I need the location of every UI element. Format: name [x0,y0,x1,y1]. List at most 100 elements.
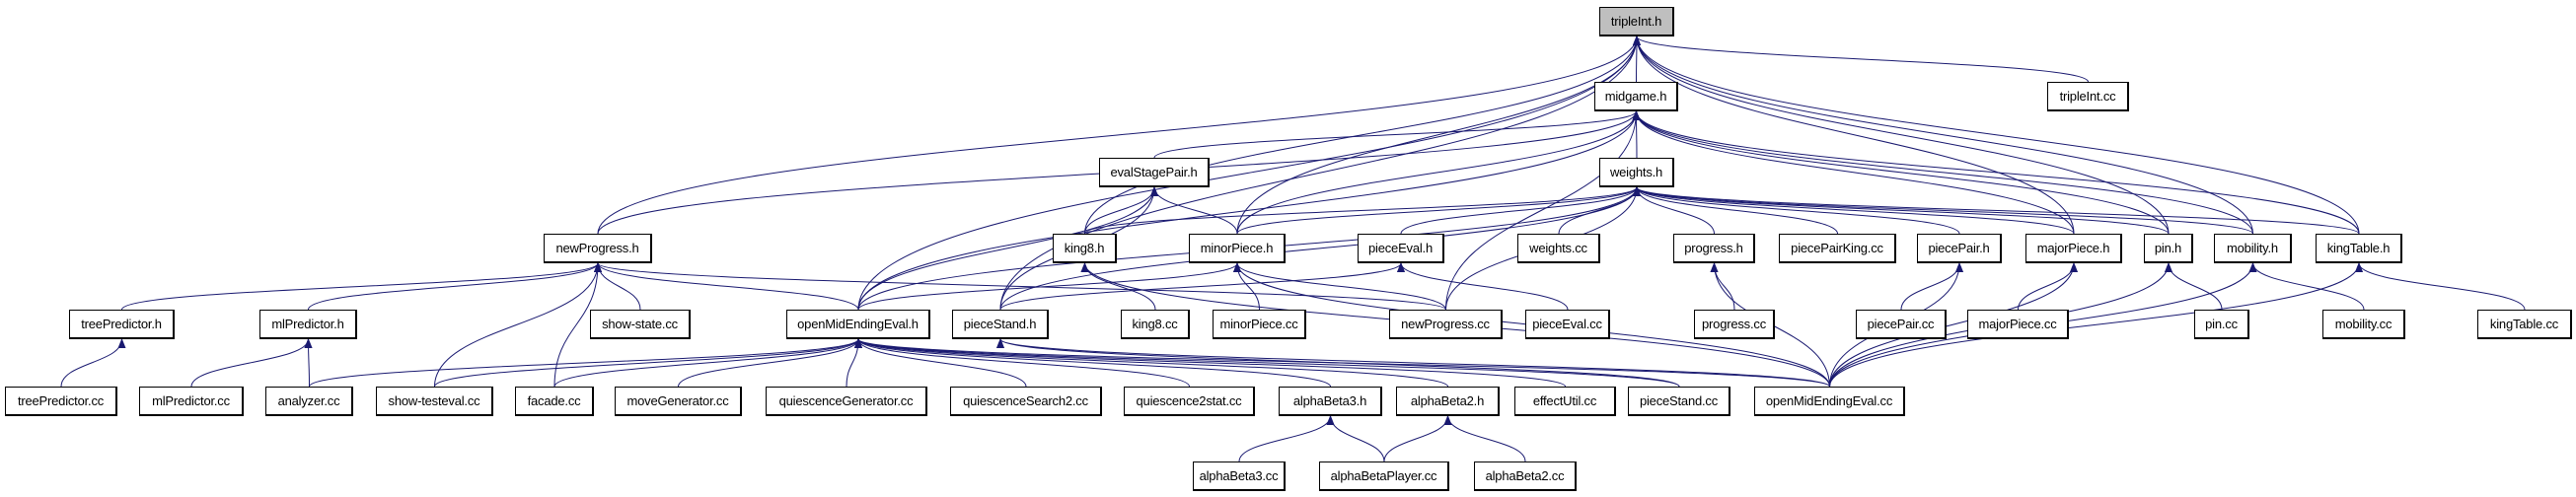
node-mobility-h[interactable]: mobility.h [2214,234,2292,263]
edge-newProgress-cc-to-midgame-h [1445,110,1641,311]
edge-openMidEndingEval-h-to-tripleInt-h [857,36,1641,311]
edge-openMidEndingEval-cc-to-kingTable-h [1829,262,2363,388]
edge-kingTable-cc-to-kingTable-h [2355,262,2526,311]
node-mlPredictor-cc[interactable]: mlPredictor.cc [139,387,244,416]
node-king8-cc[interactable]: king8.cc [1121,310,1190,339]
edge-king8-h-to-weights-h [1084,186,1641,235]
edge-king8-h-to-evalStagePair-h [1084,186,1158,235]
node-minorPiece-cc[interactable]: minorPiece.cc [1213,310,1306,339]
node-facade-cc[interactable]: facade.cc [515,387,594,416]
edge-show-testeval-cc-to-newProgress-h [434,262,602,388]
edge-kingTable-h-to-midgame-h [1632,110,2360,235]
edge-pieceEval-cc-to-pieceEval-h [1397,262,1569,311]
node-alphaBeta2-h[interactable]: alphaBeta2.h [1396,387,1500,416]
edge-progress-cc-to-progress-h [1710,262,1735,311]
edge-minorPiece-h-to-midgame-h [1236,110,1641,235]
node-tripleInt-cc[interactable]: tripleInt.cc [2047,82,2129,111]
edge-minorPiece-h-to-tripleInt-h [1236,36,1641,235]
node-majorPiece-h[interactable]: majorPiece.h [2025,234,2122,263]
node-show-state-cc[interactable]: show-state.cc [590,310,691,339]
node-weights-cc[interactable]: weights.cc [1517,234,1600,263]
edge-show-state-cc-to-newProgress-h [594,262,641,311]
edge-newProgress-h-to-tripleInt-h [597,36,1641,235]
edge-majorPiece-h-to-midgame-h [1632,110,2075,235]
node-pin-h[interactable]: pin.h [2144,234,2193,263]
node-moveGenerator-cc[interactable]: moveGenerator.cc [615,387,742,416]
edge-majorPiece-h-to-tripleInt-h [1633,36,2075,235]
node-kingTable-cc[interactable]: kingTable.cc [2477,310,2572,339]
edge-mlPredictor-cc-to-mlPredictor-h [190,338,313,388]
edge-analyzer-cc-to-mlPredictor-h [304,338,313,388]
edge-tripleInt-cc-to-tripleInt-h [1633,36,2089,83]
edge-majorPiece-cc-to-majorPiece-h [2018,262,2078,311]
edge-openMidEndingEval-h-to-minorPiece-h [857,262,1241,311]
node-newProgress-h[interactable]: newProgress.h [544,234,652,263]
edge-minorPiece-h-to-evalStagePair-h [1150,186,1238,235]
node-pieceEval-h[interactable]: pieceEval.h [1358,234,1444,263]
node-weights-h[interactable]: weights.h [1599,158,1674,187]
node-openMidEndingEval-cc[interactable]: openMidEndingEval.cc [1754,387,1905,416]
edge-pieceStand-h-to-tripleInt-h [999,36,1641,311]
edge-treePredictor-h-to-newProgress-h [121,262,602,311]
node-show-testeval-cc[interactable]: show-testeval.cc [376,387,493,416]
edge-effectUtil-cc-to-openMidEndingEval-h [854,338,1566,388]
edge-newProgress-cc-to-minorPiece-h [1233,262,1446,311]
node-pieceEval-cc[interactable]: pieceEval.cc [1525,310,1610,339]
edge-piecePair-cc-to-piecePair-h [1900,262,1963,311]
node-minorPiece-h[interactable]: minorPiece.h [1189,234,1286,263]
node-midgame-h[interactable]: midgame.h [1594,82,1678,111]
node-quiescence2stat-cc[interactable]: quiescence2stat.cc [1124,387,1255,416]
node-piecePair-h[interactable]: piecePair.h [1917,234,2002,263]
node-progress-cc[interactable]: progress.cc [1694,310,1775,339]
node-analyzer-cc[interactable]: analyzer.cc [265,387,353,416]
edge-openMidEndingEval-h-to-midgame-h [857,110,1641,311]
node-alphaBeta3-cc[interactable]: alphaBeta3.cc [1193,462,1286,491]
edge-moveGenerator-cc-to-openMidEndingEval-h [678,338,862,388]
node-piecePair-cc[interactable]: piecePair.cc [1856,310,1947,339]
node-pieceStand-h[interactable]: pieceStand.h [952,310,1049,339]
edge-mobility-h-to-midgame-h [1632,110,2253,235]
edge-mobility-h-to-tripleInt-h [1633,36,2253,235]
node-newProgress-cc[interactable]: newProgress.cc [1389,310,1503,339]
node-pin-cc[interactable]: pin.cc [2194,310,2249,339]
node-mobility-cc[interactable]: mobility.cc [2322,310,2405,339]
node-alphaBetaPlayer-cc[interactable]: alphaBetaPlayer.cc [1319,462,1449,491]
node-alphaBeta2-cc[interactable]: alphaBeta2.cc [1474,462,1577,491]
edge-piecePair-h-to-weights-h [1633,186,1960,235]
edge-newProgress-cc-to-newProgress-h [594,262,1446,311]
node-kingTable-h[interactable]: kingTable.h [2316,234,2402,263]
edge-minorPiece-h-to-weights-h [1236,186,1641,235]
edge-pieceStand-h-to-pieceEval-h [999,262,1405,311]
node-king8-h[interactable]: king8.h [1053,234,1117,263]
edge-alphaBeta2-h-to-openMidEndingEval-h [854,338,1448,388]
node-treePredictor-cc[interactable]: treePredictor.cc [5,387,117,416]
node-majorPiece-cc[interactable]: majorPiece.cc [1967,310,2069,339]
edge-alphaBetaPlayer-cc-to-alphaBeta2-h [1383,415,1452,462]
edge-pieceStand-cc-to-pieceStand-h [996,338,1680,388]
edge-facade-cc-to-newProgress-h [553,262,602,388]
node-mlPredictor-h[interactable]: mlPredictor.h [259,310,357,339]
node-alphaBeta3-h[interactable]: alphaBeta3.h [1279,387,1382,416]
node-tripleInt-h[interactable]: tripleInt.h [1599,7,1674,36]
node-effectUtil-cc[interactable]: effectUtil.cc [1514,387,1616,416]
edge-kingTable-h-to-weights-h [1633,186,2360,235]
node-treePredictor-h[interactable]: treePredictor.h [69,310,175,339]
node-quiescenceGenerator-cc[interactable]: quiescenceGenerator.cc [766,387,927,416]
edge-show-testeval-cc-to-openMidEndingEval-h [434,338,862,388]
edge-pin-h-to-midgame-h [1632,110,2170,235]
node-pieceStand-cc[interactable]: pieceStand.cc [1628,387,1730,416]
edge-quiescence2stat-cc-to-openMidEndingEval-h [854,338,1190,388]
edge-openMidEndingEval-cc-to-majorPiece-h [1829,262,2078,388]
node-piecePairKing-cc[interactable]: piecePairKing.cc [1779,234,1896,263]
edge-alphaBetaPlayer-cc-to-alphaBeta3-h [1326,415,1385,462]
edge-mobility-h-to-weights-h [1633,186,2253,235]
edge-pieceEval-h-to-weights-h [1400,186,1641,235]
node-progress-h[interactable]: progress.h [1673,234,1755,263]
edge-pin-h-to-tripleInt-h [1633,36,2170,235]
node-openMidEndingEval-h[interactable]: openMidEndingEval.h [786,310,930,339]
node-evalStagePair-h[interactable]: evalStagePair.h [1099,158,1210,187]
edge-mobility-cc-to-mobility-h [2248,262,2365,311]
edge-treePredictor-cc-to-treePredictor-h [60,338,126,388]
node-quiescenceSearch2-cc[interactable]: quiescenceSearch2.cc [950,387,1102,416]
edge-alphaBeta3-h-to-openMidEndingEval-h [854,338,1331,388]
